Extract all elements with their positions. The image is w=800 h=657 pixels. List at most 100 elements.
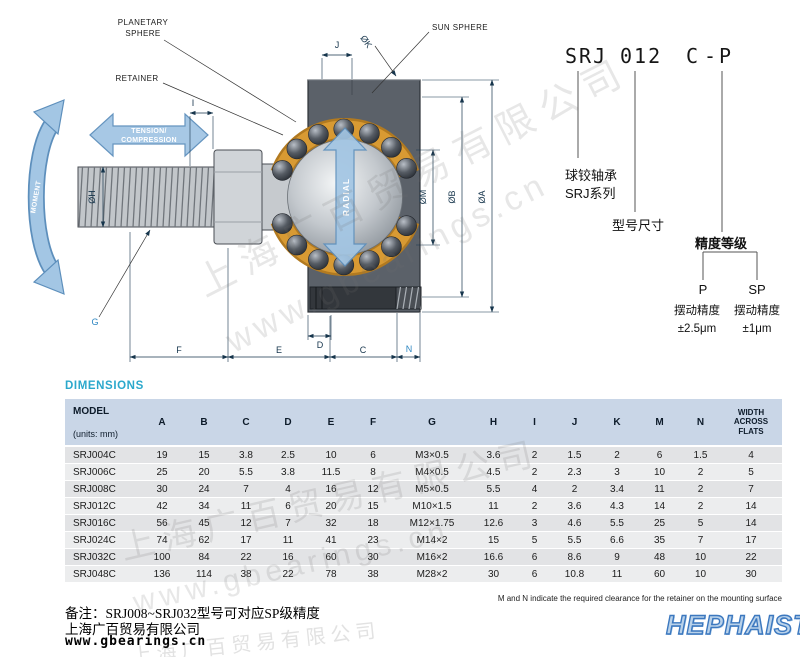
grade-sp: SP	[748, 282, 765, 297]
dimension-cell: 2	[516, 498, 553, 515]
dimension-cell: 5	[720, 464, 782, 481]
dimension-cell: 2	[681, 481, 720, 498]
dimension-cell: 16.6	[471, 549, 516, 566]
dimension-lines	[98, 45, 499, 362]
compression-label: COMPRESSION	[121, 137, 177, 144]
dimension-cell: 60	[638, 566, 681, 583]
dim-m: ØM	[418, 190, 428, 205]
dimension-cell: 6	[638, 447, 681, 464]
dimension-cell: 35	[638, 532, 681, 549]
dimension-cell: 3.6	[471, 447, 516, 464]
dimension-cell: 4.6	[553, 515, 596, 532]
dimension-cell: 7	[267, 515, 309, 532]
dimension-cell: 18	[353, 515, 393, 532]
dimension-cell: 30	[720, 566, 782, 583]
dimension-cell: M3×0.5	[393, 447, 471, 464]
dim-k: ØK	[358, 33, 374, 49]
dimension-cell: 6	[516, 549, 553, 566]
dimension-cell: 30	[353, 549, 393, 566]
dimension-cell: 19	[141, 447, 183, 464]
dimension-cell: 41	[309, 532, 353, 549]
dim-f: F	[176, 345, 182, 355]
dimension-cell: 10	[681, 566, 720, 583]
dimension-cell: 9	[596, 549, 638, 566]
dimension-cell: 20	[309, 498, 353, 515]
dimension-cell: 7	[225, 481, 267, 498]
dimension-cell: M16×2	[393, 549, 471, 566]
dimension-cell: 17	[720, 532, 782, 549]
dimension-cell: 24	[183, 481, 225, 498]
model-cell: SRJ016C	[65, 515, 141, 532]
series-note2: SRJ系列	[565, 186, 616, 201]
dimension-cell: 4	[267, 481, 309, 498]
dimension-cell: 14	[720, 498, 782, 515]
sp-precision-value: ±1μm	[743, 323, 772, 335]
column-header: M	[638, 399, 681, 447]
dimension-cell: 45	[183, 515, 225, 532]
dimension-cell: 2	[596, 447, 638, 464]
dimension-cell: 3.4	[596, 481, 638, 498]
dimension-cell: 17	[225, 532, 267, 549]
dim-g: G	[91, 317, 98, 327]
dimension-cell: 10	[309, 447, 353, 464]
column-header: H	[471, 399, 516, 447]
footer-company: 上海广百贸易有限公司	[65, 622, 200, 637]
dimension-cell: M4×0.5	[393, 464, 471, 481]
dimension-cell: 84	[183, 549, 225, 566]
dimension-cell: 25	[638, 515, 681, 532]
dimension-cell: 38	[225, 566, 267, 583]
column-header: A	[141, 399, 183, 447]
tension-compression-arrow	[89, 112, 209, 158]
dimension-cell: 6	[353, 447, 393, 464]
dimension-cell: 15	[471, 532, 516, 549]
dimension-cell: 42	[141, 498, 183, 515]
dimension-cell: 5	[681, 515, 720, 532]
tension-label: TENSION/	[131, 128, 166, 135]
dimension-cell: 22	[225, 549, 267, 566]
dim-b: ØB	[447, 190, 457, 203]
dimension-cell: 3.8	[267, 464, 309, 481]
model-cell: SRJ048C	[65, 566, 141, 583]
column-header: I	[516, 399, 553, 447]
planetary-sphere-label: PLANETARY	[118, 18, 169, 27]
dimension-cell: 5.5	[553, 532, 596, 549]
dimension-cell: 30	[471, 566, 516, 583]
code-dash: -	[704, 44, 718, 68]
footer-website-url: www.gbearings.cn	[65, 634, 207, 649]
dim-a: ØA	[477, 190, 487, 203]
column-header: J	[553, 399, 596, 447]
model-cell: SRJ012C	[65, 498, 141, 515]
dimension-cell: M12×1.75	[393, 515, 471, 532]
dim-e: E	[276, 345, 282, 355]
dimension-cell: 11	[471, 498, 516, 515]
dimension-cell: 2.5	[267, 447, 309, 464]
column-header: N	[681, 399, 720, 447]
series-note: 球铰轴承	[565, 168, 617, 183]
dimension-cell: 23	[353, 532, 393, 549]
dimension-cell: 15	[183, 447, 225, 464]
component-labels: PLANETARY SPHERE SUN SPHERE RETAINER	[115, 18, 488, 136]
dimension-cell: 74	[141, 532, 183, 549]
model-cell: SRJ004C	[65, 447, 141, 464]
column-header: D	[267, 399, 309, 447]
dimension-cell: 14	[638, 498, 681, 515]
dimension-cell: 1.5	[553, 447, 596, 464]
dimension-cell: 5	[516, 532, 553, 549]
dimension-cell: 4	[516, 481, 553, 498]
dimension-cell: 136	[141, 566, 183, 583]
dimension-cell: 4.3	[596, 498, 638, 515]
planetary-sphere-label2: SPHERE	[125, 29, 160, 38]
code-size: 012	[620, 44, 662, 68]
dimension-cell: 56	[141, 515, 183, 532]
dimension-cell: 12	[225, 515, 267, 532]
dimension-cell: 2.3	[553, 464, 596, 481]
dimension-cell: 12.6	[471, 515, 516, 532]
dimension-cell: 16	[267, 549, 309, 566]
dimension-cell: 11	[638, 481, 681, 498]
dimension-cell: 62	[183, 532, 225, 549]
dimension-cell: 15	[353, 498, 393, 515]
